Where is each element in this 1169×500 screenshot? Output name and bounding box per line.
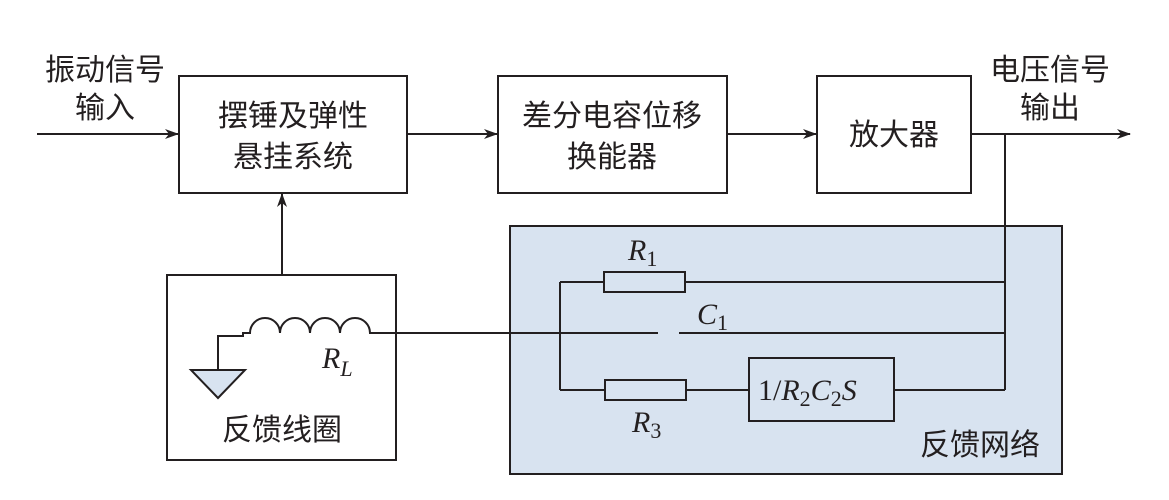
pendulum-label-line1: 摆锤及弹性 — [218, 99, 368, 134]
output-label-line2: 输出 — [1020, 91, 1080, 126]
resistor-r1 — [603, 271, 686, 293]
rl-label: RL — [321, 342, 353, 381]
feedback-network-label: 反馈网络 — [920, 428, 1040, 463]
r3-label: R3 — [631, 406, 661, 443]
feedback-coil-label: 反馈线圈 — [222, 413, 342, 448]
capacitive-transducer-block — [497, 75, 728, 194]
output-label-line1: 电压信号 — [990, 53, 1110, 88]
input-label-line2: 输入 — [75, 91, 135, 126]
integrator-label: 1/R2C2S — [758, 374, 857, 411]
input-label-line1: 振动信号 — [45, 53, 165, 88]
resistor-r3 — [604, 379, 687, 401]
feedback-coil-block — [166, 274, 397, 461]
feedback-network-box — [509, 225, 1063, 475]
pendulum-label-line2: 悬挂系统 — [233, 140, 353, 175]
pendulum-suspension-block — [178, 75, 408, 194]
r1-label: R1 — [627, 234, 657, 271]
amplifier-block — [816, 75, 972, 194]
c1-label: C1 — [697, 298, 728, 335]
ground-icon — [188, 369, 248, 400]
inductor-coil — [217, 317, 398, 370]
transducer-label-line1: 差分电容位移 — [522, 99, 702, 134]
amplifier-label: 放大器 — [849, 118, 939, 153]
transducer-label-line2: 换能器 — [567, 140, 657, 175]
